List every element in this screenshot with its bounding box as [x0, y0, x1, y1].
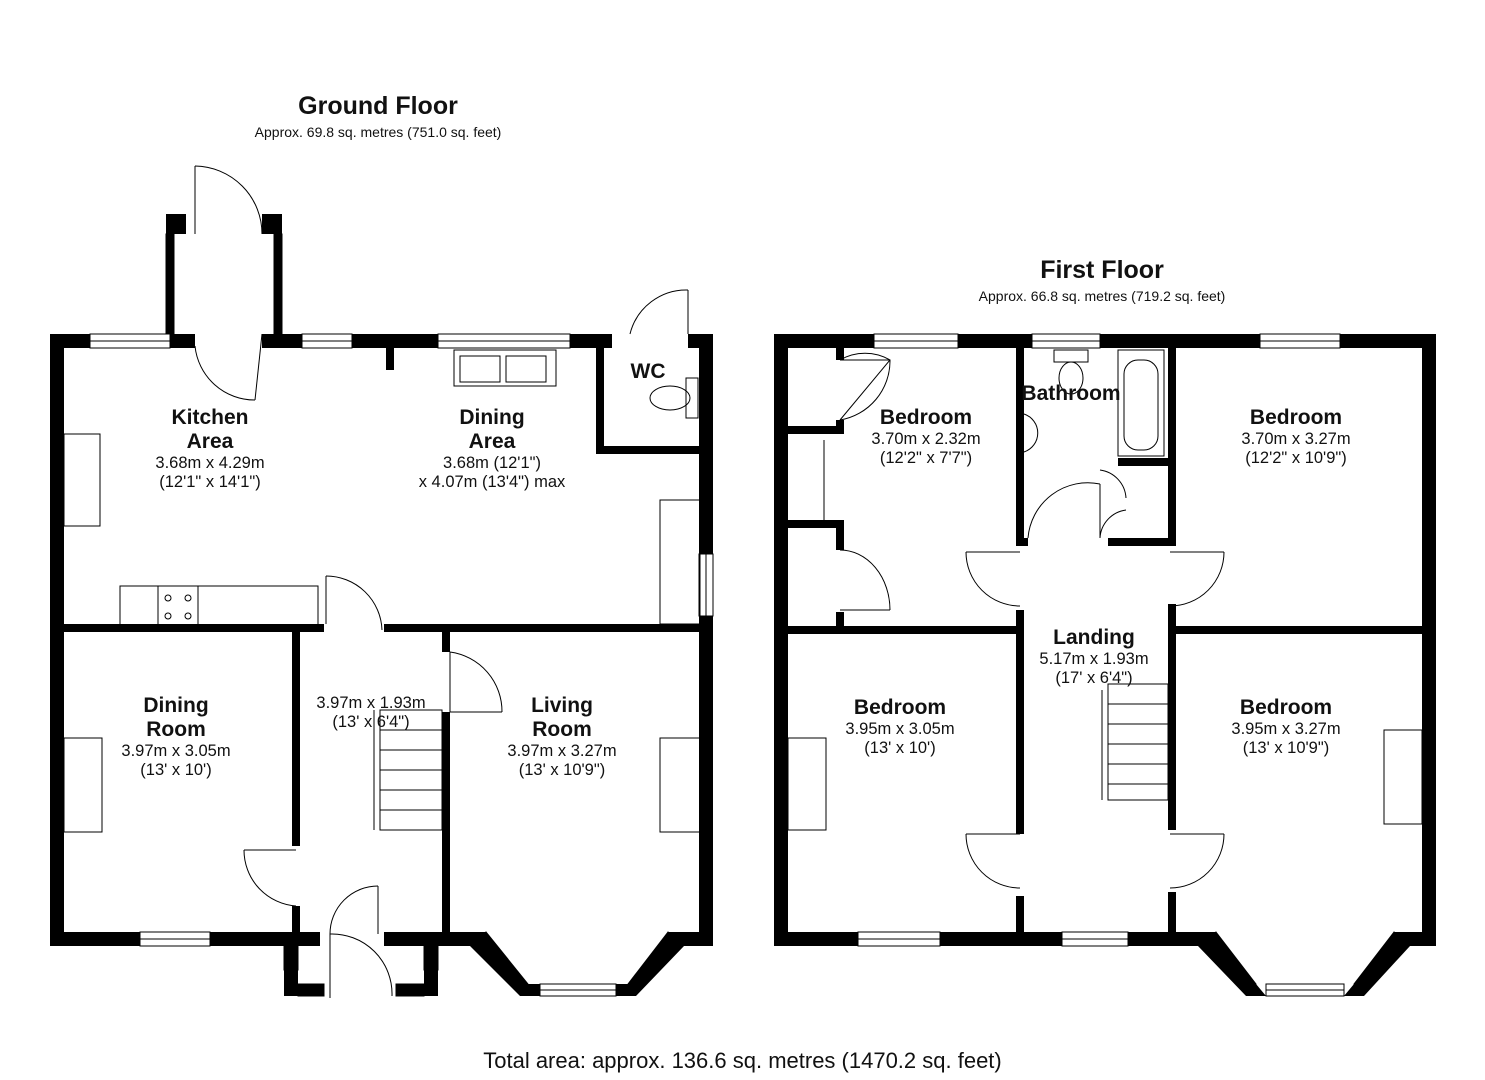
room-name: Bedroom — [1239, 696, 1333, 719]
dining-room-label: Dining Room 3.97m x 3.05m (13' x 10') — [86, 694, 266, 780]
room-name: Area — [468, 430, 516, 454]
wc-fixtures — [649, 377, 699, 419]
first-floor-windows — [857, 333, 1405, 997]
room-dimensions: (12'2" x 10'9") — [1245, 449, 1347, 468]
room-name: Bedroom — [879, 406, 973, 429]
room-name: Dining — [143, 694, 209, 717]
bathroom-fixtures — [1023, 349, 1165, 457]
room-dimensions: (13' x 6'4") — [332, 712, 410, 731]
bedroom-front-left-label: Bedroom 3.95m x 3.05m (13' x 10') — [810, 696, 990, 758]
room-name: Landing — [1053, 626, 1135, 649]
bedroom-small-label: Bedroom 3.70m x 2.32m (12'2" x 7'7") — [836, 406, 1016, 468]
room-dimensions: (12'2" x 7'7") — [879, 449, 973, 468]
room-name: Room — [532, 718, 592, 742]
hall-label: 3.97m x 1.93m (13' x 6'4") — [296, 694, 446, 732]
room-name: Kitchen — [171, 406, 249, 429]
first-floor-doors — [823, 352, 1225, 889]
room-dimensions: 3.97m x 1.93m — [316, 694, 426, 712]
living-room-label: Living Room 3.97m x 3.27m (13' x 10'9") — [472, 694, 652, 780]
first-floor-walls — [774, 334, 1436, 996]
bedroom-rear-right-label: Bedroom 3.70m x 3.27m (12'2" x 10'9") — [1206, 406, 1386, 468]
first-floor-area: Approx. 66.8 sq. metres (719.2 sq. feet) — [978, 288, 1226, 304]
bathroom-label: Bathroom — [1006, 382, 1136, 406]
room-dimensions: (13' x 10') — [140, 761, 212, 780]
ground-floor-stairs — [373, 709, 443, 831]
room-dimensions: x 4.07m (13'4") max — [418, 473, 566, 492]
bedroom-front-right-label: Bedroom 3.95m x 3.27m (13' x 10'9") — [1196, 696, 1376, 758]
room-dimensions: 5.17m x 1.93m — [1039, 650, 1149, 669]
room-dimensions: 3.97m x 3.27m — [507, 742, 617, 761]
room-dimensions: 3.97m x 3.05m — [121, 742, 231, 761]
landing-label: Landing 5.17m x 1.93m (17' x 6'4") — [1004, 626, 1184, 688]
room-dimensions: 3.68m x 4.29m — [155, 454, 265, 473]
room-dimensions: (13' x 10'9") — [1242, 739, 1330, 758]
room-dimensions: 3.70m x 2.32m — [871, 430, 981, 449]
room-dimensions: 3.95m x 3.05m — [845, 720, 955, 739]
total-area: Total area: approx. 136.6 sq. metres (14… — [483, 1048, 1002, 1073]
room-dimensions: (12'1" x 14'1") — [159, 473, 261, 492]
room-dimensions: 3.95m x 3.27m — [1231, 720, 1341, 739]
ground-floor-windows — [89, 233, 714, 997]
ground-floor-walls — [50, 214, 713, 996]
room-dimensions: 3.70m x 3.27m — [1241, 430, 1351, 449]
room-dimensions: (17' x 6'4") — [1055, 669, 1133, 688]
room-name: Bathroom — [1021, 382, 1121, 405]
dining-area-label: Dining Area 3.68m (12'1") x 4.07m (13'4"… — [392, 406, 592, 492]
wc-label: WC — [618, 360, 678, 384]
room-name: Bedroom — [853, 696, 947, 719]
room-dimensions: (13' x 10'9") — [518, 761, 606, 780]
ground-floor-title: Ground Floor — [298, 92, 458, 120]
first-floor-title: First Floor — [1040, 256, 1164, 284]
room-dimensions: 3.68m (12'1") — [443, 454, 541, 473]
kitchen-area-label: Kitchen Area 3.68m x 4.29m (12'1" x 14'1… — [120, 406, 300, 492]
room-name: Area — [186, 430, 234, 454]
room-name: Living — [531, 694, 593, 717]
first-floor-stairs — [1101, 683, 1169, 801]
room-name: Bedroom — [1249, 406, 1343, 429]
kitchen-fixtures — [63, 349, 701, 627]
ground-floor-doors — [194, 165, 689, 998]
room-dimensions: (13' x 10') — [864, 739, 936, 758]
room-name: WC — [630, 360, 666, 383]
room-name: Room — [146, 718, 206, 742]
ground-floor-area: Approx. 69.8 sq. metres (751.0 sq. feet) — [254, 124, 502, 140]
room-name: Dining — [459, 406, 525, 429]
